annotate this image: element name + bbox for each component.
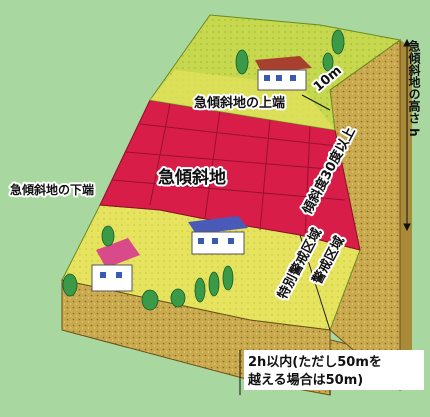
slope-bottom-label: 急傾斜地の下端 — [10, 182, 94, 197]
zone-boundary-line — [299, 234, 331, 331]
height-label-vertical: 急傾斜地の高さ h — [407, 39, 421, 137]
steep-slope-label: 急傾斜地 — [158, 167, 226, 188]
height-arrow — [403, 38, 411, 232]
slope-grid — [111, 103, 346, 239]
two-h-label-line2: 越える場合は50m) — [247, 372, 363, 388]
lower-house-pink — [91, 238, 140, 292]
top-trees — [235, 29, 345, 75]
lower-house-blue — [188, 216, 248, 255]
lower-trees — [62, 225, 234, 311]
top-house — [255, 56, 312, 91]
two-h-label-box — [244, 350, 424, 390]
two-h-label-line1: 2h以内(ただし50mを — [248, 354, 382, 370]
ten-meter-arrow — [301, 94, 331, 111]
height-label: 急傾斜地の高さ h — [407, 39, 421, 137]
slope-top-label: 急傾斜地の上端 — [194, 95, 285, 111]
right-soil-wall — [400, 40, 412, 390]
